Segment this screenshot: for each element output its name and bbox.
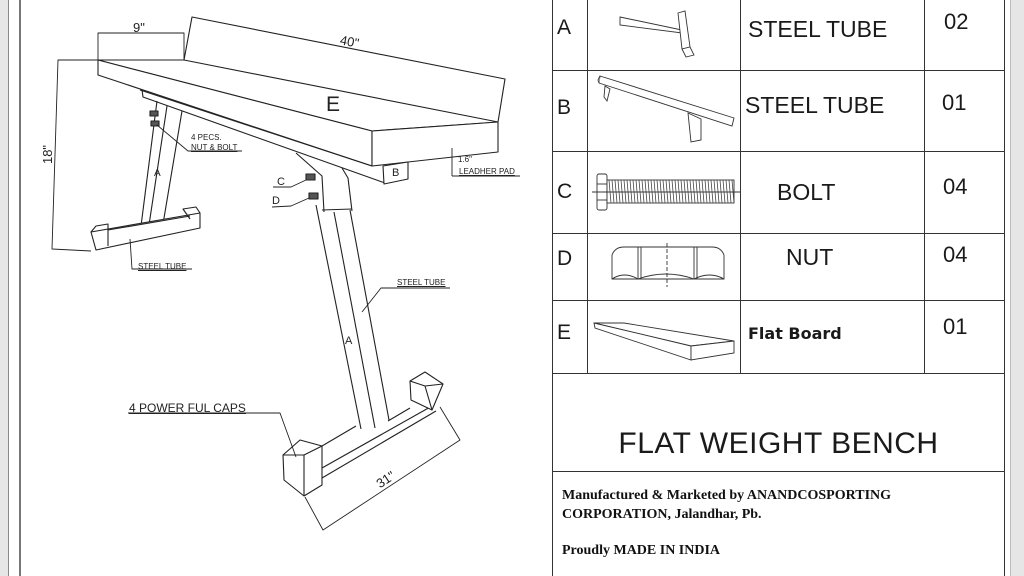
parts-table: A STEEL TUBE 02 B STEEL TUBE 01 C: [552, 0, 1005, 576]
origin-label: Proudly MADE IN INDIA: [562, 543, 721, 558]
callout-board-e: E: [326, 93, 341, 116]
callout-bolt-c: C: [277, 176, 285, 188]
dim-18in: [51, 59, 98, 252]
dim-label-pad: 1.6": [458, 155, 472, 164]
part-quantity: 01: [943, 314, 968, 339]
part-quantity: 04: [943, 242, 968, 267]
front-leg-a: [282, 152, 444, 497]
part-letter: A: [557, 16, 572, 39]
support-block-b: [382, 161, 409, 185]
steel-tube-bar-icon: [597, 75, 735, 143]
leader-caps: [128, 412, 297, 458]
part-name: Flat Board: [748, 323, 842, 343]
part-name: NUT: [786, 243, 834, 270]
manufacturer-line-1: Manufactured & Marketed by ANANDCOSPORTI…: [562, 488, 892, 503]
part-letter: C: [557, 180, 573, 203]
label-steel-tube-rear: STEEL TUBE: [138, 262, 187, 271]
table-grid: [552, 0, 1005, 576]
part-letter: D: [557, 247, 573, 270]
drawing-title: FLAT WEIGHT BENCH: [618, 427, 939, 460]
callout-front-leg-a: A: [345, 335, 353, 347]
leader-steel-tube-front: [361, 287, 450, 313]
label-power-caps: 4 POWER FUL CAPS: [129, 401, 246, 415]
left-edge-strip: [0, 0, 8, 576]
left-border-line-outer: [8, 0, 9, 576]
leader-d: [271, 197, 310, 208]
leader-c: [273, 179, 307, 188]
label-steel-tube-front: STEEL TUBE: [397, 278, 446, 287]
dim-9in: [97, 32, 185, 60]
leader-steel-tube-rear: [129, 238, 192, 270]
flat-board-e: [97, 16, 506, 167]
part-letter: B: [557, 96, 572, 119]
part-letter: E: [557, 321, 572, 344]
callout-nut-d: D: [272, 195, 280, 207]
part-name: STEEL TUBE: [745, 91, 885, 118]
label-leather-pad: LEADHER PAD: [459, 167, 515, 176]
part-name: STEEL TUBE: [748, 15, 888, 42]
dim-label-width: 9": [133, 20, 145, 35]
dim-label-height: 18": [40, 144, 56, 165]
manufacturer-line-2: CORPORATION, Jalandhar, Pb.: [562, 507, 762, 522]
bolt-nut-set-rear: [149, 110, 160, 127]
part-quantity: 02: [944, 9, 969, 34]
label-nut-bolt-count: 4 PECS.: [191, 133, 222, 142]
nut-icon: [611, 243, 725, 287]
rear-leg-a: [90, 100, 201, 251]
mount-plate: [141, 89, 386, 184]
bolt-icon: [592, 173, 740, 211]
left-border-line-inner: [19, 0, 21, 576]
label-nut-bolt: NUT & BOLT: [191, 143, 238, 152]
flat-board-icon: [593, 322, 735, 361]
right-edge-strip: [1010, 0, 1024, 576]
manufacturer-info: Manufactured & Marketed by ANANDCOSPORTI…: [562, 486, 891, 524]
part-quantity: 01: [942, 90, 967, 115]
bolt-nut-set-front: [305, 173, 319, 200]
dim-31in: [304, 406, 461, 531]
callout-rear-leg-a: A: [154, 168, 161, 179]
leader-nut-bolt: [156, 124, 242, 152]
part-name: BOLT: [777, 178, 836, 205]
callout-support-b: B: [392, 167, 400, 179]
part-quantity: 04: [943, 174, 968, 199]
steel-tube-t-icon: [619, 10, 695, 58]
